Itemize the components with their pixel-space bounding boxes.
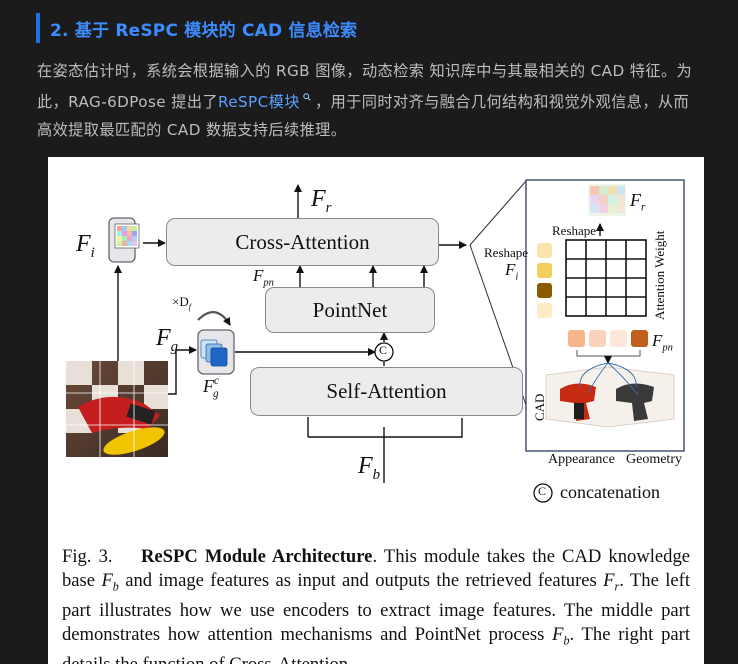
fr-output-label: Fr (311, 186, 332, 216)
fgc-label: Fcg (203, 375, 219, 400)
figure-caption: Fig. 3. ReSPC Module Architecture. This … (62, 546, 691, 664)
fb-input-label: Fb (358, 453, 381, 483)
appearance-label: Appearance (548, 452, 615, 467)
respc-link-text: ReSPC模块 (218, 93, 300, 112)
cad-scene (545, 362, 675, 428)
self-attention-block: Self-Attention (250, 367, 523, 416)
search-icon (300, 93, 315, 104)
layers-icon (200, 339, 228, 367)
concat-symbol: C (379, 343, 388, 357)
pointnet-block: PointNet (265, 287, 435, 333)
fpn-label: Fpn (253, 266, 274, 289)
pointnet-label: PointNet (312, 297, 388, 322)
cross-attention-label: Cross-Attention (235, 229, 370, 254)
reshape-top-label: Reshape (552, 223, 597, 238)
times-df-label: ×Df (172, 294, 191, 312)
reshape-left-label: Reshape (484, 245, 529, 260)
fr-feature-grid (588, 184, 626, 216)
grid-icon (114, 223, 140, 249)
concatenation-legend: concatenation (560, 482, 660, 502)
caption-prefix: Fig. 3. (62, 546, 113, 567)
geometry-label: Geometry (626, 452, 682, 467)
panel-fr-label: Fr (630, 190, 646, 214)
heading-text: 2. 基于 ReSPC 模块的 CAD 信息检索 (50, 20, 358, 41)
attention-weight-grid (565, 239, 647, 317)
intro-paragraph: 在姿态估计时，系统会根据输入的 RGB 图像，动态检索 知识库中与其最相关的 C… (37, 57, 699, 144)
para-text-2: ，用于同时对齐与融合几何结构和视觉外观信息，从而高效提取最匹配的 CAD 数据支… (37, 93, 690, 140)
panel-fi-label: Fi (505, 260, 519, 283)
diagram-lines (66, 179, 685, 503)
section-heading: 2. 基于 ReSPC 模块的 CAD 信息检索 (36, 13, 357, 43)
panel-fpn-label: Fpn (652, 331, 673, 354)
fi-label: Fi (76, 231, 95, 261)
self-attention-label: Self-Attention (326, 379, 447, 403)
respc-link[interactable]: ReSPC模块 (218, 93, 315, 111)
legend-concat-symbol: C (538, 484, 547, 498)
cross-attention-block: Cross-Attention (166, 218, 439, 266)
cad-label: CAD (532, 393, 547, 421)
figure-image: Cross-Attention PointNet Self-Attention … (48, 157, 704, 664)
attention-weight-label: Attention Weight (652, 230, 667, 320)
fg-label: Fg (156, 325, 179, 355)
heading-accent-bar (36, 13, 40, 43)
para-text-1: 在姿态估计时，系统会根据输入的 RGB 图像，动态检索 知识库中与其最相关的 C… (37, 62, 693, 112)
caption-title: ReSPC Module Architecture (140, 546, 373, 567)
